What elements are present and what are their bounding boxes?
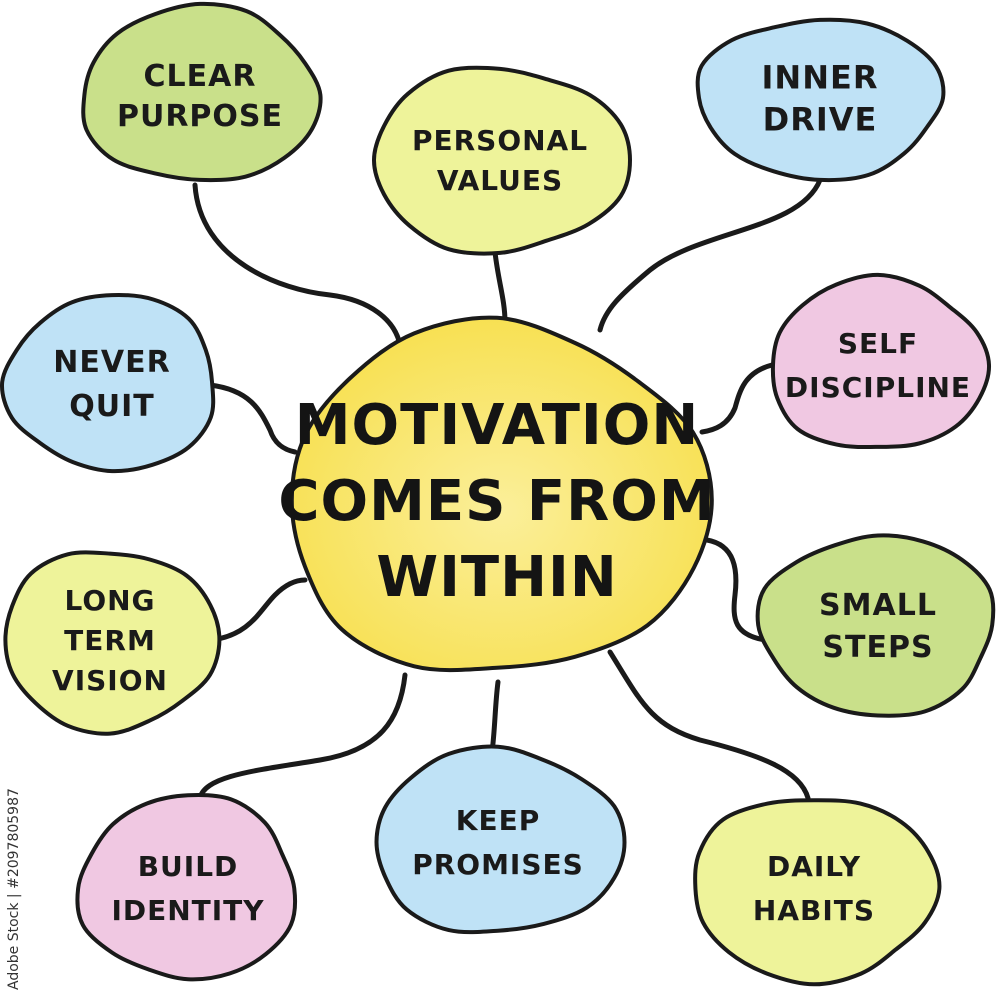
stock-watermark: Adobe Stock | #2097805987	[6, 788, 22, 990]
bubble-label-small-steps-line-2: STEPS	[822, 630, 933, 665]
connector-personal-values	[492, 249, 508, 325]
central-topic-line-2: COMES FROM	[278, 469, 715, 534]
bubble-label-daily-habits-line-2: HABITS	[753, 894, 875, 927]
bubble-label-self-discipline-line-2: DISCIPLINE	[785, 371, 971, 404]
bubble-self-discipline: SELF DISCIPLINE	[770, 272, 992, 450]
bubble-long-term-vision: LONG TERM VISION	[3, 550, 222, 736]
connector-daily-habits	[607, 649, 811, 801]
bubble-label-inner-drive-line-2: DRIVE	[763, 101, 878, 139]
central-topic-line-1: MOTIVATION	[295, 393, 699, 458]
central-topic-line-3: WITHIN	[376, 545, 617, 610]
bubble-build-identity: BUILD IDENTITY	[75, 793, 298, 982]
bubble-label-build-identity-line-2: IDENTITY	[111, 894, 264, 927]
bubble-shape-never-quit	[0, 292, 216, 474]
bubble-shape-keep-promises	[374, 744, 627, 935]
bubble-label-clear-purpose-line-2: PURPOSE	[117, 99, 283, 134]
bubble-small-steps: SMALL STEPS	[755, 533, 996, 718]
bubble-shape-self-discipline	[770, 272, 992, 450]
bubble-label-long-term-vision-line-2: TERM	[64, 624, 156, 657]
bubble-label-inner-drive-line-1: INNER	[762, 59, 879, 97]
bubble-label-self-discipline-line-1: SELF	[838, 327, 918, 360]
connector-self-discipline	[699, 362, 775, 435]
bubble-label-small-steps-line-1: SMALL	[819, 588, 937, 623]
bubble-shape-build-identity	[75, 793, 298, 982]
bubble-label-personal-values-line-1: PERSONAL	[412, 124, 588, 157]
connector-keep-promises	[489, 679, 501, 755]
bubble-shape-clear-purpose	[81, 1, 323, 183]
bubble-shape-long-term-vision	[3, 550, 222, 736]
bubble-label-long-term-vision-line-1: LONG	[64, 584, 155, 617]
bubble-label-long-term-vision-line-3: VISION	[52, 664, 168, 697]
bubble-keep-promises: KEEP PROMISES	[374, 744, 627, 935]
connector-never-quit	[207, 382, 298, 455]
connector-clear-purpose	[192, 182, 403, 348]
bubble-label-personal-values-line-2: VALUES	[437, 164, 563, 197]
bubble-shape-small-steps	[755, 533, 996, 718]
bubble-shape-daily-habits	[693, 798, 942, 987]
bubble-label-never-quit-line-1: NEVER	[53, 345, 170, 380]
bubble-inner-drive: INNER DRIVE	[695, 17, 946, 183]
bubble-label-never-quit-line-2: QUIT	[69, 389, 155, 424]
connector-build-identity	[197, 672, 408, 801]
bubble-label-daily-habits-line-1: DAILY	[767, 850, 861, 883]
bubble-shape-inner-drive	[695, 17, 946, 183]
bubble-clear-purpose: CLEAR PURPOSE	[81, 1, 323, 183]
connector-lines	[192, 177, 823, 801]
bubble-label-build-identity-line-1: BUILD	[138, 850, 239, 883]
central-topic-shape	[289, 315, 714, 673]
connector-inner-drive	[597, 177, 823, 333]
bubble-label-clear-purpose-line-1: CLEAR	[144, 59, 257, 94]
bubble-label-keep-promises-line-1: KEEP	[456, 804, 540, 837]
bubble-shape-personal-values	[371, 65, 633, 256]
bubble-daily-habits: DAILY HABITS	[693, 798, 942, 987]
bubble-label-keep-promises-line-2: PROMISES	[412, 848, 584, 881]
connector-small-steps	[704, 537, 768, 643]
connector-long-term-vision	[209, 577, 308, 643]
bubble-personal-values: PERSONAL VALUES	[371, 65, 633, 256]
central-topic: MOTIVATION COMES FROM WITHIN	[278, 315, 715, 673]
bubble-never-quit: NEVER QUIT	[0, 292, 216, 474]
